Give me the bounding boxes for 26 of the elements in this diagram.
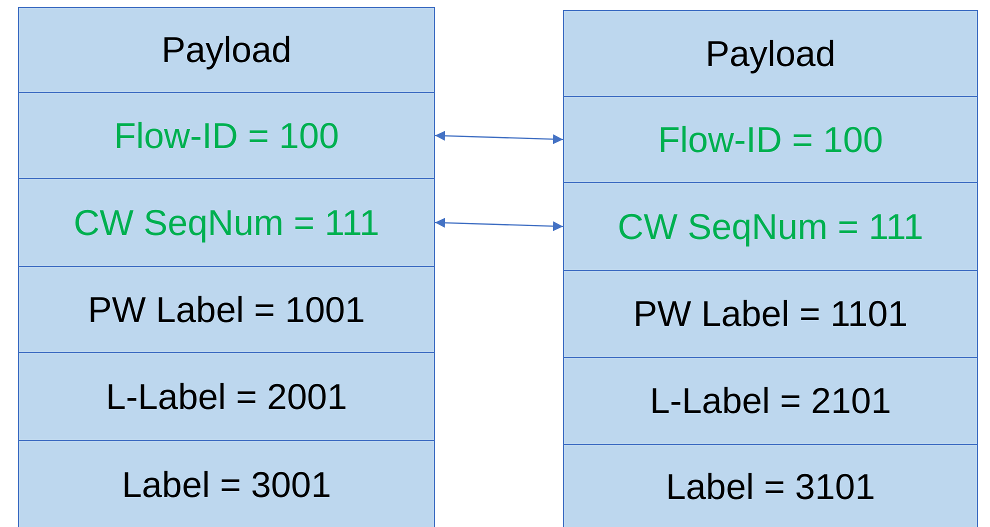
field-box [563, 96, 978, 183]
field-label: Flow-ID = 100 [114, 114, 340, 156]
field-label: Payload [161, 29, 292, 71]
field-box [563, 270, 978, 358]
field-box [563, 357, 978, 445]
field-box [18, 178, 435, 267]
field-box [18, 7, 435, 93]
field-label: L-Label = 2101 [650, 380, 892, 422]
field-label: Label = 3101 [666, 466, 876, 508]
field-box [563, 182, 978, 271]
field-box [563, 444, 978, 527]
double-arrow [434, 130, 564, 144]
field-box [18, 92, 435, 179]
field-label: PW Label = 1001 [88, 288, 366, 330]
field-box [563, 10, 978, 97]
field-label: CW SeqNum = 111 [74, 202, 380, 244]
field-label: Label = 3001 [122, 464, 332, 506]
field-label: CW SeqNum = 111 [618, 206, 924, 248]
double-arrow [434, 218, 564, 232]
field-box [18, 352, 435, 441]
field-label: Flow-ID = 100 [658, 118, 884, 160]
field-label: PW Label = 1101 [633, 293, 908, 335]
field-box [18, 440, 435, 527]
field-label: Payload [705, 32, 836, 74]
field-label: L-Label = 2001 [106, 376, 348, 418]
field-box [18, 266, 435, 353]
